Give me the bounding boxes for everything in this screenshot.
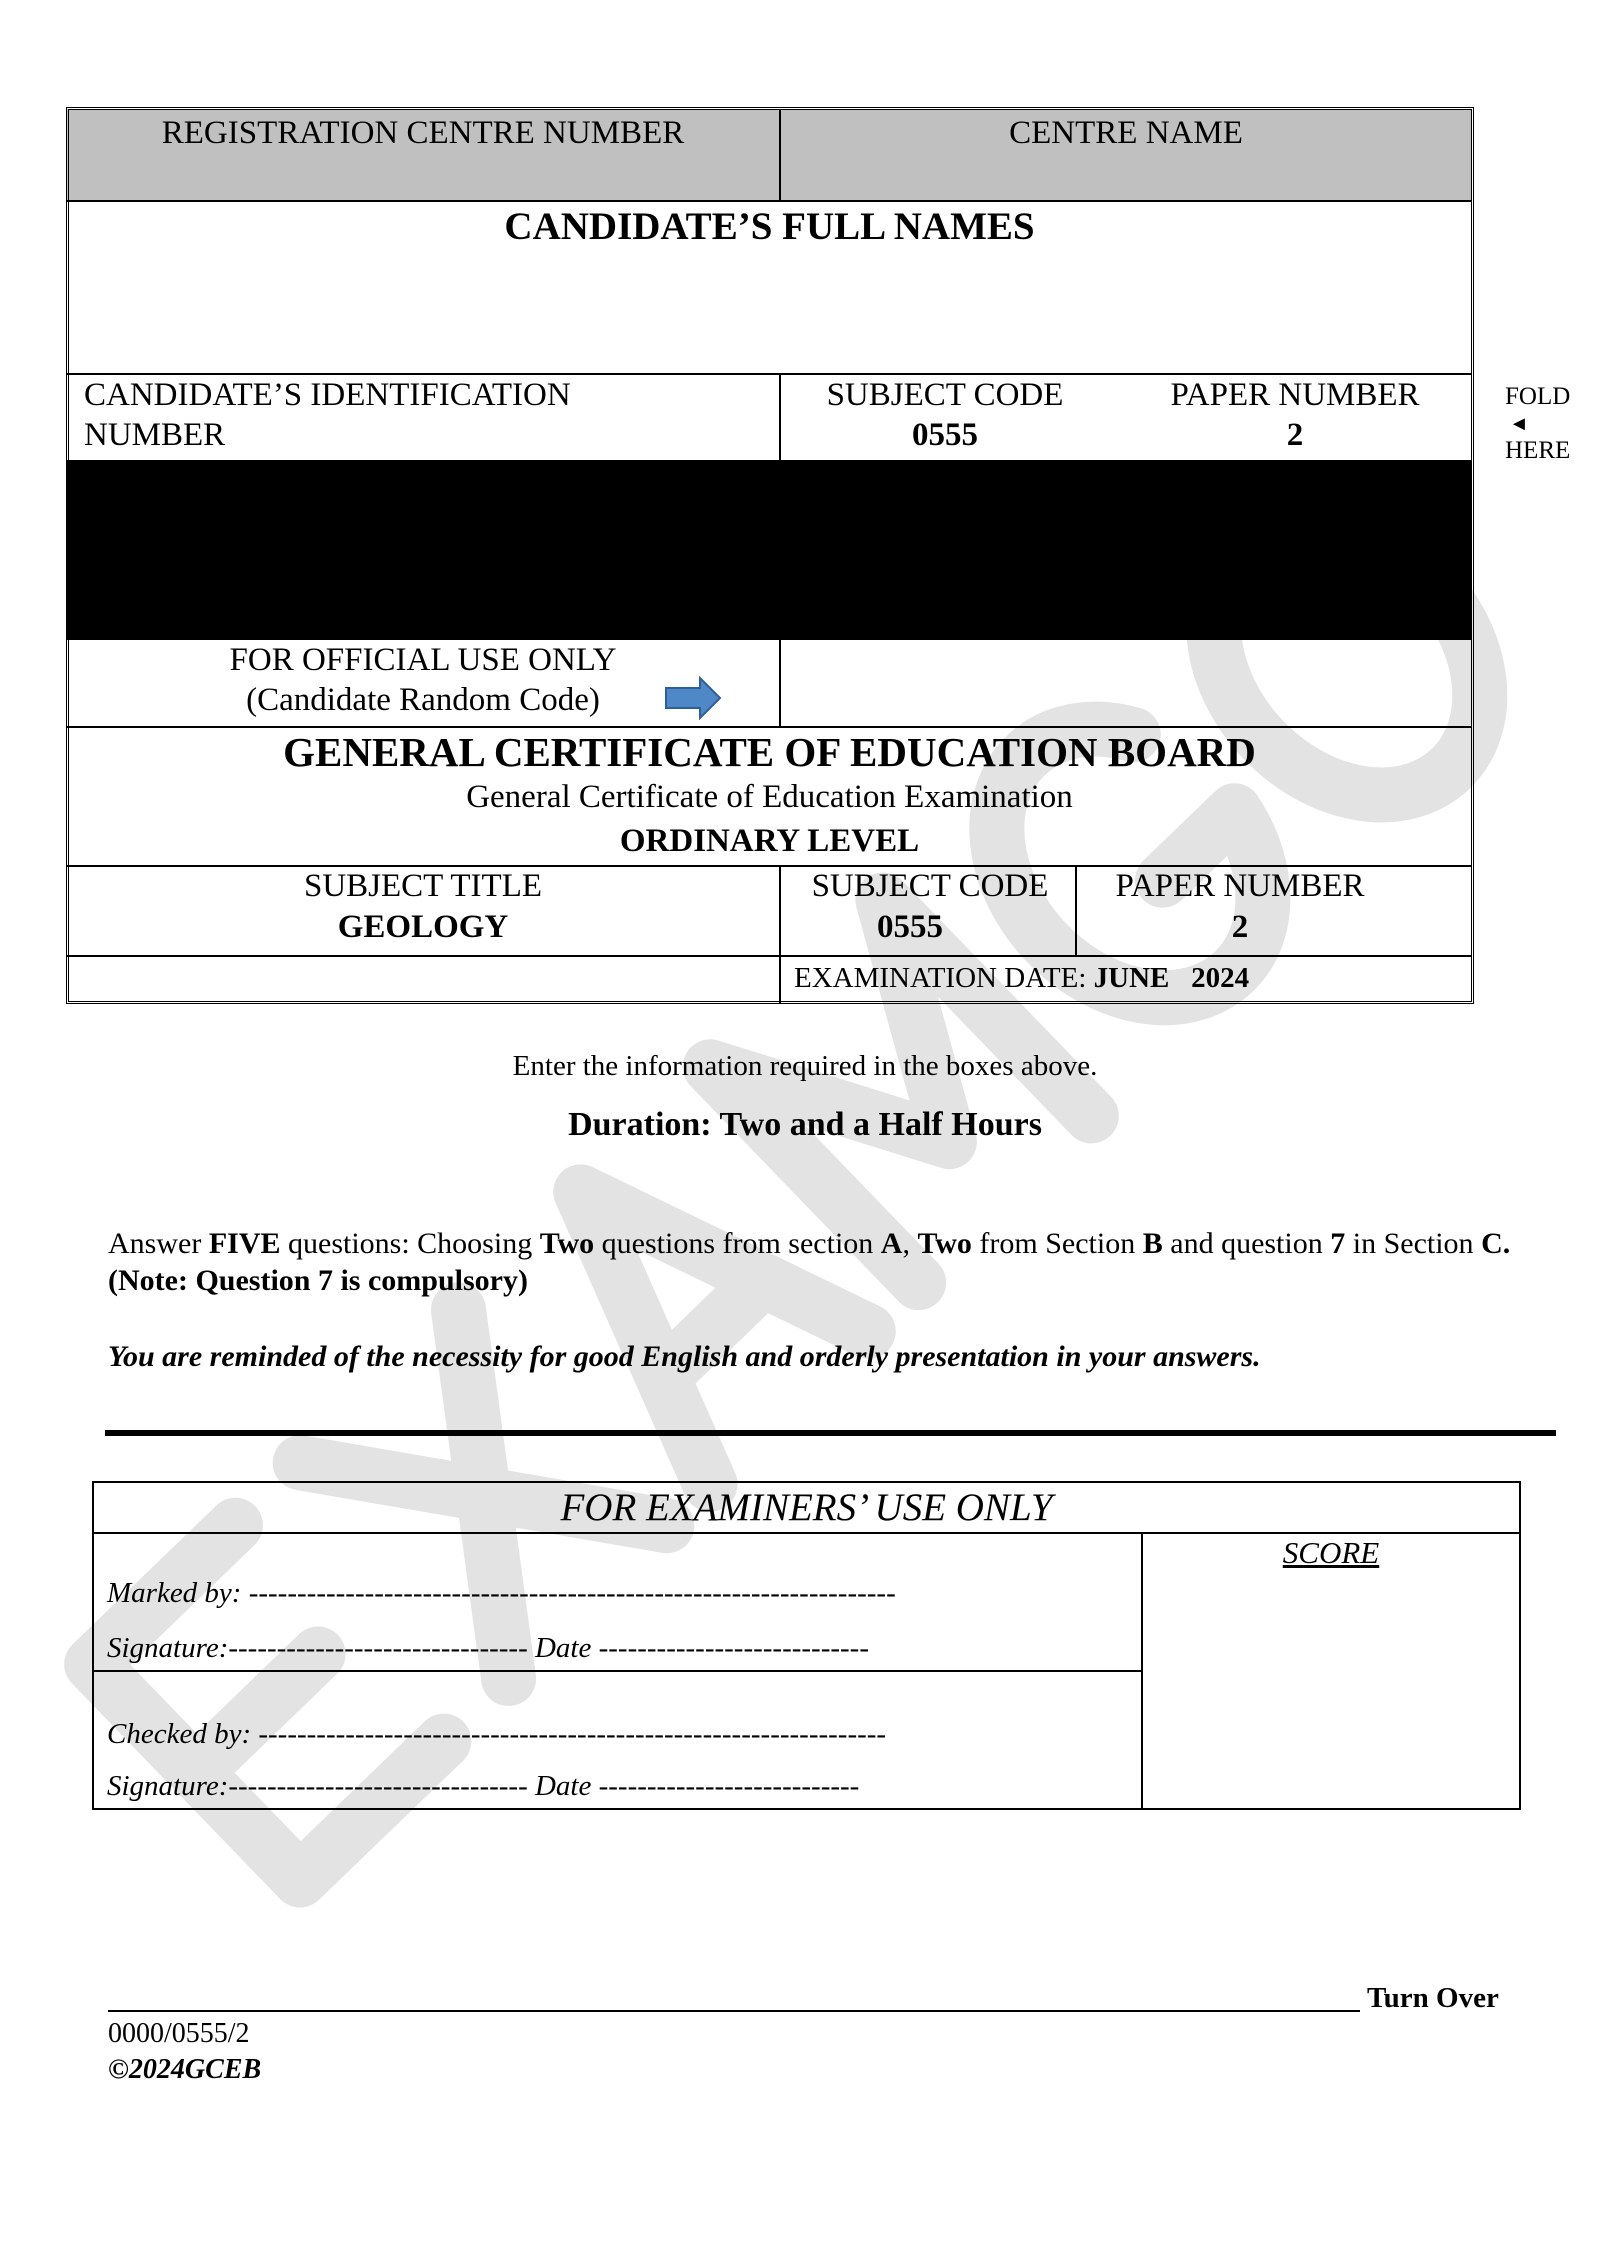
paper-number-label-2: PAPER NUMBER (1115, 868, 1365, 904)
board-title: GENERAL CERTIFICATE OF EDUCATION BOARD (283, 729, 1256, 775)
paper-number-cell: PAPER NUMBER 2 (1140, 376, 1450, 455)
duration-text: Duration: Two and a Half Hours (568, 1106, 1042, 1143)
examiners-title: FOR EXAMINERS’ USE ONLY (560, 1486, 1053, 1529)
watermark-letter-a (553, 1164, 896, 1512)
random-code-field[interactable] (780, 640, 1472, 726)
redacted-block (67, 461, 1472, 639)
exam-date-value: JUNE 2024 (1093, 962, 1250, 994)
subject-title-label: SUBJECT TITLE (303, 868, 543, 904)
candidate-random-code-label: (Candidate Random Code) (246, 682, 600, 719)
answer-text-part: Answer (108, 1227, 209, 1260)
paper-number-value-2: 2 (1231, 909, 1249, 946)
answer-text-part: C. (Note: Question 7 is compulsory) (108, 1227, 1511, 1297)
candidate-id-label: CANDIDATE’S IDENTIFICATION NUMBER (84, 376, 571, 455)
arrow-right-icon (665, 676, 722, 720)
signature-field-2[interactable]: Signature:------------------------------… (107, 1770, 860, 1802)
copyright: ©2024GCEB (108, 2054, 262, 2085)
fold-label: FOLD (1505, 383, 1571, 410)
candidate-id-line2: NUMBER (84, 416, 226, 453)
subject-code-cell: SUBJECT CODE 0555 (800, 376, 1090, 455)
exam-date-label: EXAMINATION DATE: (794, 962, 1087, 994)
signature-field-1[interactable]: Signature:------------------------------… (107, 1632, 870, 1664)
enter-info-text: Enter the information required in the bo… (512, 1050, 1098, 1082)
divider-rule (105, 1430, 1556, 1436)
paper-number-value: 2 (1286, 416, 1304, 453)
answer-text-part: and question (1162, 1227, 1331, 1260)
subject-title-value: GEOLOGY (337, 909, 509, 946)
answer-text-part: , (902, 1227, 918, 1260)
score-field[interactable] (1143, 1580, 1519, 1808)
footer-rule (108, 2010, 1360, 2012)
official-use-cell: FOR OFFICIAL USE ONLY (Candidate Random … (67, 640, 779, 721)
answer-text-part: Two (539, 1227, 595, 1260)
subject-title-cell: SUBJECT TITLE GEOLOGY (67, 866, 779, 949)
arrow-left-icon: ◄ (1509, 413, 1529, 435)
subject-code-value: 0555 (912, 416, 978, 453)
official-use-label: FOR OFFICIAL USE ONLY (229, 642, 617, 678)
answer-text-part: A (880, 1227, 903, 1260)
exam-date: EXAMINATION DATE: JUNE 2024 (794, 957, 1249, 1001)
paper-code: 0000/0555/2 (108, 2018, 250, 2049)
score-label: SCORE (1282, 1535, 1380, 1570)
exam-title: General Certificate of Education Examina… (466, 779, 1073, 815)
answer-text-part: questions: Choosing (280, 1227, 540, 1260)
candidate-full-names-label: CANDIDATE’S FULL NAMES (504, 205, 1035, 248)
answer-text-part: B (1142, 1227, 1163, 1260)
answer-text-part: Two (917, 1227, 972, 1260)
subject-code-cell-2: SUBJECT CODE 0555 (790, 866, 1070, 949)
paper-number-cell-2: PAPER NUMBER 2 (1085, 866, 1395, 949)
table-border (66, 107, 1474, 1004)
reminder-text: You are reminded of the necessity for go… (108, 1340, 1261, 1373)
header-row-fill (67, 109, 1472, 201)
checked-by-field[interactable]: Checked by: ----------------------------… (107, 1718, 887, 1750)
turn-over-text: Turn Over (1367, 1982, 1499, 2014)
subject-code-value-2: 0555 (877, 909, 943, 946)
level: ORDINARY LEVEL (619, 823, 920, 859)
paper-number-label: PAPER NUMBER (1170, 377, 1420, 413)
answer-instructions: Answer FIVE questions: Choosing Two ques… (108, 1226, 1548, 1299)
candidate-id-line1: CANDIDATE’S IDENTIFICATION (84, 377, 571, 413)
here-label: HERE (1505, 437, 1571, 464)
answer-text-part: 7 (1330, 1227, 1346, 1260)
subject-code-label: SUBJECT CODE (826, 377, 1064, 413)
marked-by-field[interactable]: Marked by: -----------------------------… (107, 1577, 896, 1609)
registration-centre-number-label: REGISTRATION CENTRE NUMBER (161, 115, 685, 151)
answer-text-part: FIVE (208, 1227, 281, 1260)
answer-text-part: questions from section (594, 1227, 881, 1260)
fold-here-marker: FOLD ◄ HERE (1505, 382, 1570, 466)
subject-code-label-2: SUBJECT CODE (811, 868, 1049, 904)
answer-text-part: in Section (1345, 1227, 1482, 1260)
answer-text-part: from Section (971, 1227, 1143, 1260)
centre-name-label: CENTRE NAME (1009, 115, 1243, 151)
